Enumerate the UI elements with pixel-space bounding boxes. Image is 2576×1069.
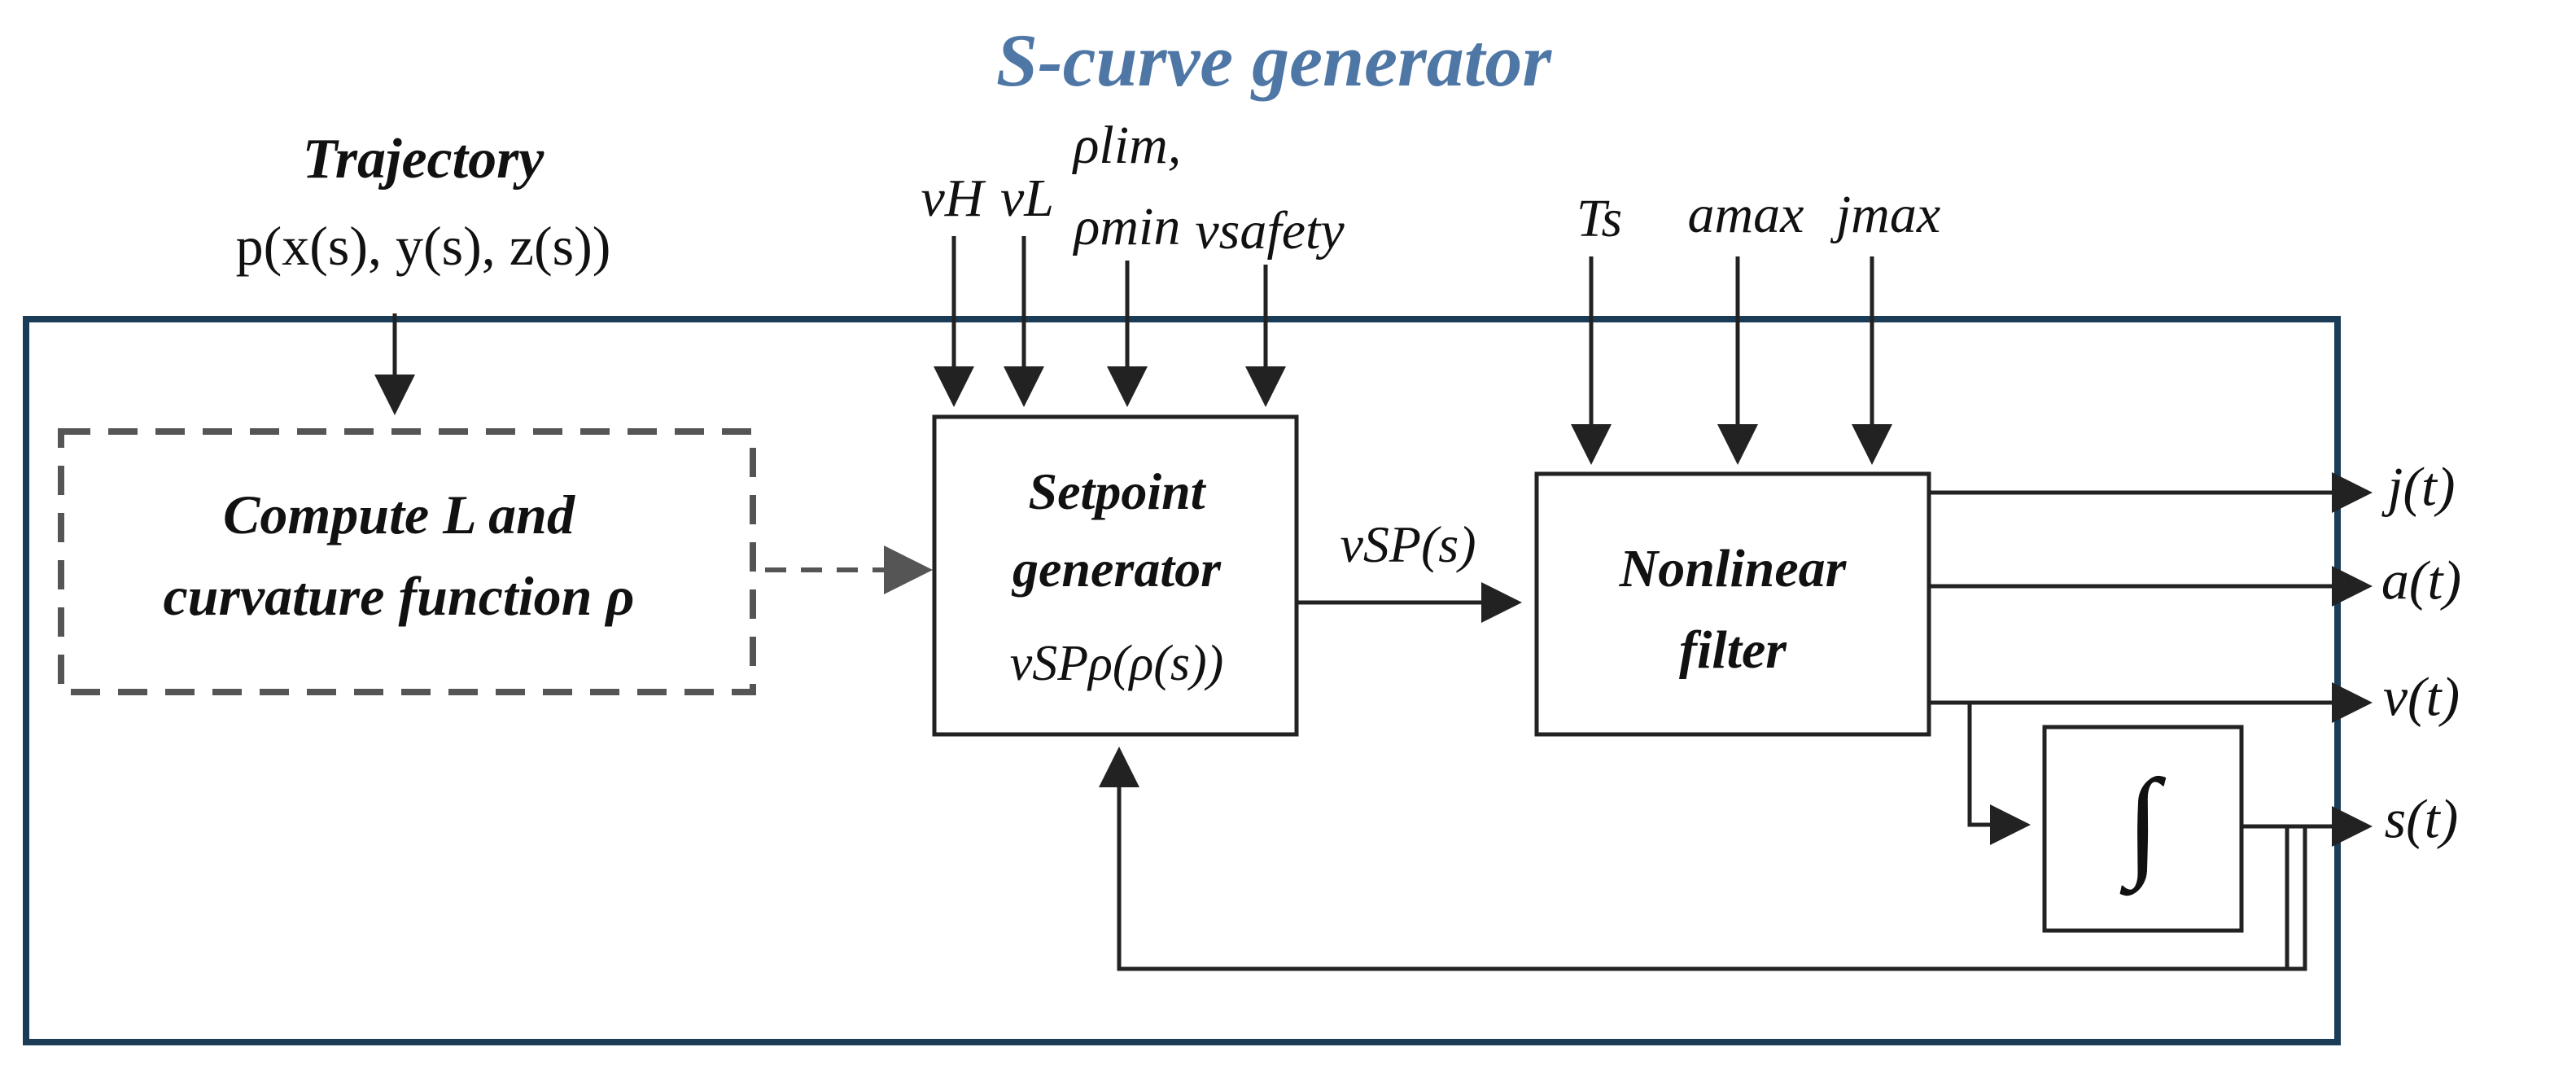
input-rho-lim: ρlim, <box>1072 116 1182 175</box>
setpoint-function: vSPρ(ρ(s)) <box>1010 636 1224 691</box>
setpoint-generator-block <box>932 414 1299 737</box>
filter-block-line2: filter <box>1679 620 1787 680</box>
compute-block <box>58 428 756 695</box>
feedback-wire-outer <box>1099 747 2307 971</box>
compute-block-line2: curvature function ρ <box>163 565 634 627</box>
integrator-block <box>2042 725 2244 933</box>
output-v: v(t) <box>2383 666 2460 728</box>
input-jmax: jmax <box>1830 185 1940 244</box>
diagram-title: S-curve generator <box>996 19 1552 102</box>
input-v-safety: vsafety <box>1195 201 1345 261</box>
input-vH: vH <box>921 169 986 228</box>
filter-block-line1: Nonlinear <box>1619 539 1848 598</box>
vsp-label: vSP(s) <box>1340 515 1476 573</box>
integrator-input-wire <box>1967 703 2031 845</box>
output-j: j(t) <box>2381 456 2455 518</box>
output-a: a(t) <box>2381 550 2461 611</box>
input-Ts: Ts <box>1577 189 1622 248</box>
setpoint-block-line2: generator <box>1011 540 1222 598</box>
trajectory-label: Trajectory <box>303 128 545 191</box>
trajectory-expression: p(x(s), y(s), z(s)) <box>236 215 611 277</box>
generator-frame <box>23 316 2341 1045</box>
compute-block-line1: Compute L and <box>223 484 575 545</box>
nonlinear-filter-block <box>1534 471 1931 737</box>
input-rho-min: ρmin <box>1073 197 1181 256</box>
output-s: s(t) <box>2385 788 2459 850</box>
input-amax: amax <box>1688 185 1804 244</box>
integrator-symbol: ∫ <box>2119 755 2166 896</box>
setpoint-block-line1: Setpoint <box>1029 462 1207 520</box>
input-vL: vL <box>1000 169 1054 228</box>
